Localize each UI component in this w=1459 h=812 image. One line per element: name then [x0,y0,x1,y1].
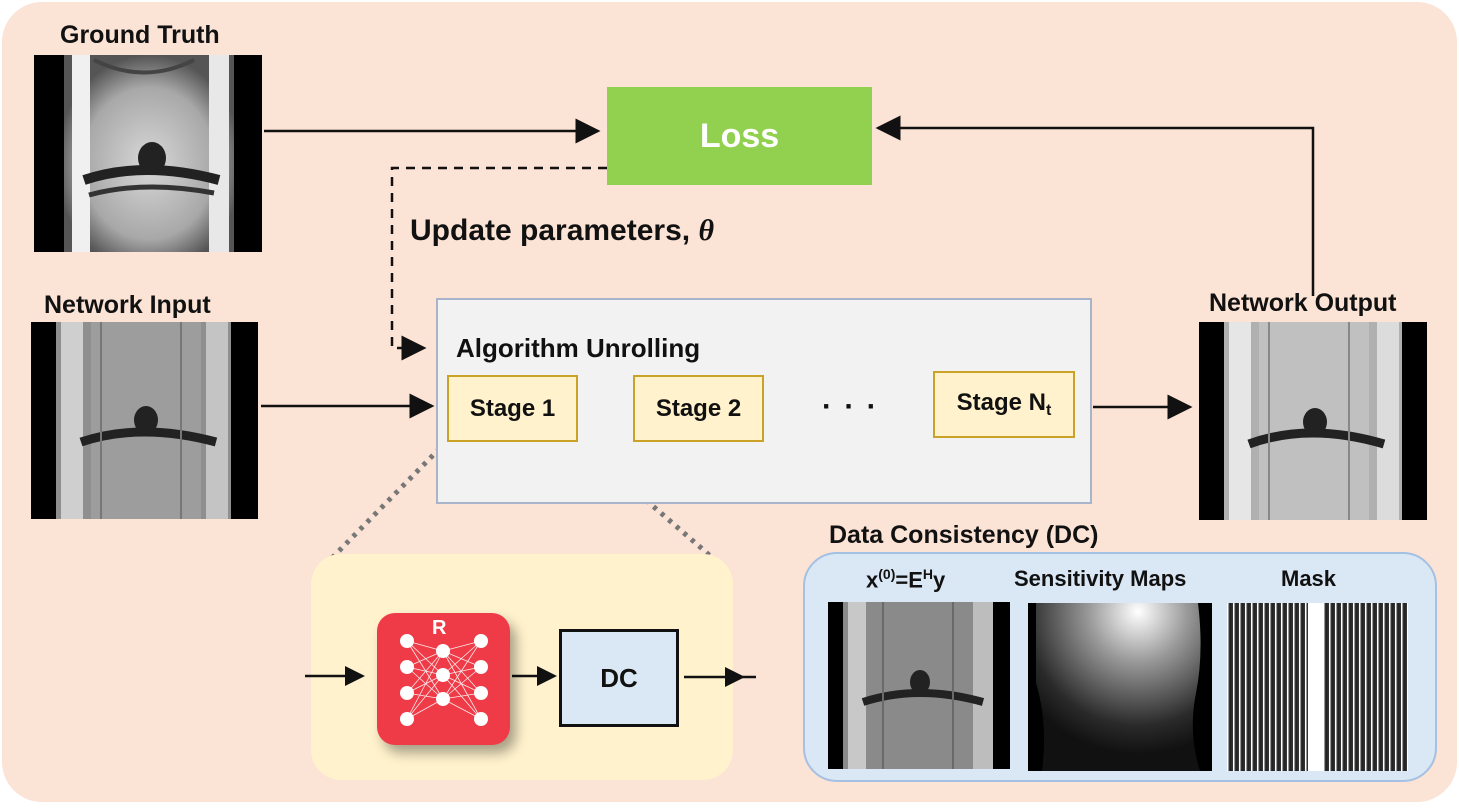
data-consistency-label: Data Consistency (DC) [829,521,1099,549]
stage-n-label: Stage Nt [956,389,1052,419]
sensitivity-map-image [1028,603,1212,771]
x0-image [828,602,1010,769]
stage-n[interactable]: Stage Nt [933,371,1075,438]
stage-ellipsis: · · · [822,390,879,423]
network-input-label: Network Input [44,291,211,319]
stage-1[interactable]: Stage 1 [447,375,578,442]
network-output-image [1199,322,1427,520]
loss-label: Loss [699,116,780,155]
mask-label: Mask [1281,566,1337,591]
ground-truth-image [34,55,262,252]
loss-box: Loss [607,87,872,185]
network-input-image [31,322,258,519]
x0-label: x(0)=EHy [866,566,946,593]
arrow-output-to-loss [875,115,1315,296]
zoom-line-left [328,439,449,562]
network-output-label: Network Output [1209,289,1397,317]
update-parameters-label: Update parameters, θ [410,214,714,248]
dc-block: DC [559,629,679,727]
regularizer-label: R [432,617,447,639]
update-parameters-text: Update parameters, [410,214,699,247]
dc-block-label: DC [600,662,638,693]
stage-2-label: Stage 2 [655,394,742,422]
sensitivity-maps-label: Sensitivity Maps [1014,566,1187,591]
algorithm-unrolling-label: Algorithm Unrolling [456,333,701,363]
regularizer-network: R [377,613,510,745]
mask-image [1227,603,1409,771]
theta-symbol: θ [698,214,715,247]
stage-2[interactable]: Stage 2 [633,375,764,442]
stage-1-label: Stage 1 [469,394,556,422]
neural-network-icon [400,634,488,726]
arrow-update-dashed [390,166,607,361]
ground-truth-label: Ground Truth [60,21,220,49]
